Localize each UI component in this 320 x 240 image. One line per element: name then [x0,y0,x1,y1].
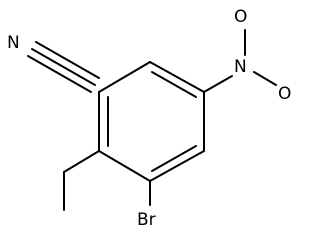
ring-double-bond-c1-c2 [151,71,197,98]
ring-bond-c4-c5 [98,150,151,182]
nitrile-triple-bond-2 [35,41,100,79]
nitro-c-n-bond [203,75,233,93]
nitrile-triple-bond-1 [31,48,96,86]
nitro-oxygen-right-label: O [278,84,291,104]
structure-canvas: N N O O Br [7,7,292,230]
nitro-nitrogen-label: N [234,57,247,77]
benzene-ring [98,61,205,182]
ring-bond-c6-c1 [98,61,151,93]
nitrile-nitrogen-label: N [7,33,20,53]
nitro-oxygen-top-label: O [234,7,247,27]
ring-bond-c3-c4 [149,150,205,182]
ring-bond-c1-c2 [149,61,205,93]
bromine-substituent: Br [137,180,156,230]
molecule-structure: N N O O Br [7,7,291,230]
ethyl-bond-1 [63,150,100,173]
nitrile-group: N [7,33,100,93]
ring-double-bond-c3-c4 [151,145,197,172]
nitro-n-o-bond-right [253,71,277,86]
ethyl-group [63,150,100,211]
nitrile-triple-bond-3 [27,55,92,93]
bromine-label: Br [137,210,156,230]
nitro-group: N O O [203,7,291,104]
